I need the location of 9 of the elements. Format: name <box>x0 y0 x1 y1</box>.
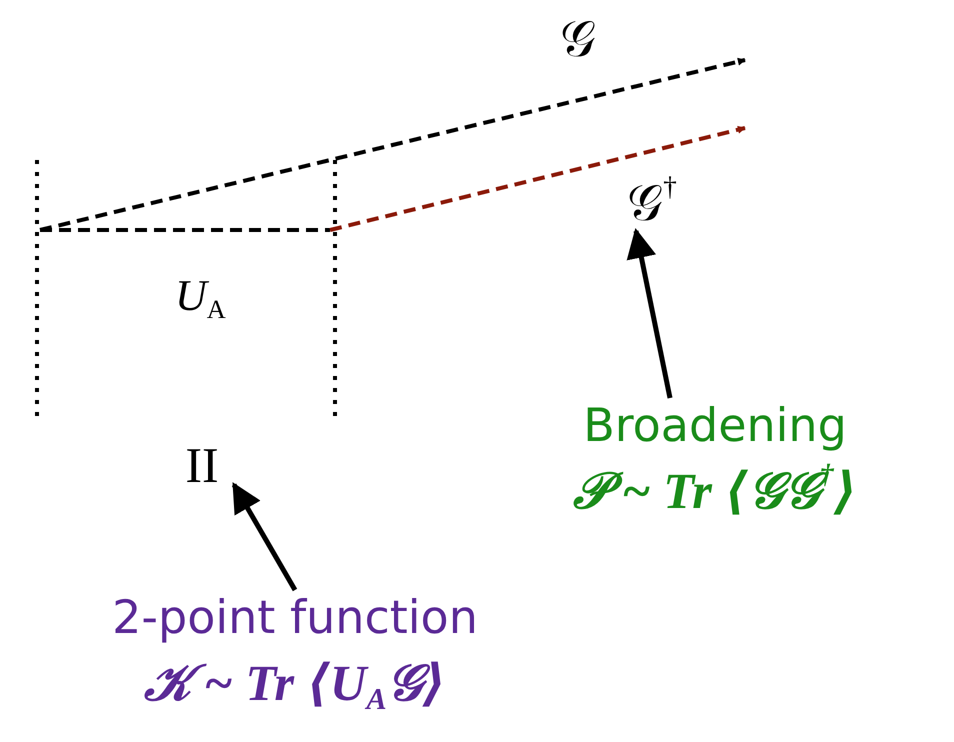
formula: 𝒦 ~ Tr ⟨U$_{A}$𝒢⟩ <box>143 654 447 714</box>
arrow <box>232 482 298 592</box>
region-label: II <box>170 438 234 493</box>
annotation-heading: Broadening <box>582 398 848 454</box>
region-label: U$_{A}$ <box>175 270 226 321</box>
arrow-label: 𝒢 <box>560 10 596 69</box>
annotation-heading: 2-point function <box>111 590 479 646</box>
arrow <box>626 228 672 398</box>
math-symbol: 𝒢$^{†}$ <box>612 176 692 231</box>
